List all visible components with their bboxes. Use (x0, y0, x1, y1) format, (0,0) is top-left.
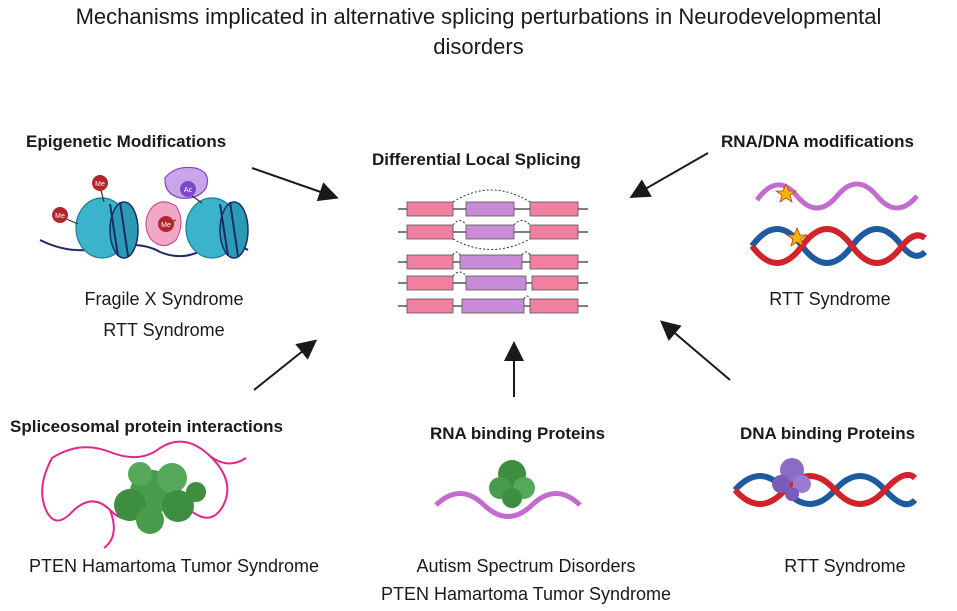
arrow-spliceosomal (253, 339, 318, 391)
label-fragile-x: Fragile X Syndrome (84, 289, 244, 309)
label-rtt-rna-dna: RTT Syndrome (769, 289, 891, 309)
acetyl-mark: Ac (184, 187, 193, 194)
dbp-illustration (732, 458, 918, 508)
label-pten-rbp: PTEN Hamartoma Tumor Syndrome (380, 584, 672, 604)
modified-nucleic-acids (749, 181, 928, 266)
heading-dbp: DNA binding Proteins (740, 424, 916, 443)
heading-rbp: RNA binding Proteins (430, 424, 606, 443)
nucleosome-illustration (39, 166, 249, 259)
heading-rna-dna-mod: RNA/DNA modifications (721, 132, 914, 151)
methyl-mark-1: Me (95, 181, 105, 188)
label-rtt-dbp: RTT Syndrome (784, 556, 906, 576)
methyl-mark-3: Me (161, 222, 171, 229)
label-rtt-epigenetic: RTT Syndrome (103, 320, 225, 340)
splicing-diagram (398, 189, 588, 314)
arrow-rna-dna-mod (629, 152, 709, 198)
rbp-illustration (434, 460, 582, 519)
label-pten-spliceosomal: PTEN Hamartoma Tumor Syndrome (28, 556, 320, 576)
label-autism: Autism Spectrum Disorders (416, 556, 636, 576)
figure-title-line1: Mechanisms implicated in alternative spl… (75, 4, 882, 29)
figure-title: Mechanisms implicated in alternative spl… (0, 2, 957, 62)
arrow-epigenetic (251, 167, 339, 202)
rna-modification-star (774, 182, 798, 203)
heading-center: Differential Local Splicing (372, 150, 581, 169)
arrow-dbp (659, 320, 731, 381)
dna-modification-star (785, 226, 809, 247)
spliceosome-illustration (41, 440, 247, 549)
figure-title-line2: disorders (433, 34, 524, 59)
heading-spliceosomal: Spliceosomal protein interactions (10, 417, 284, 436)
methyl-mark-2: Me (55, 213, 65, 220)
heading-epigenetic: Epigenetic Modifications (26, 132, 227, 151)
